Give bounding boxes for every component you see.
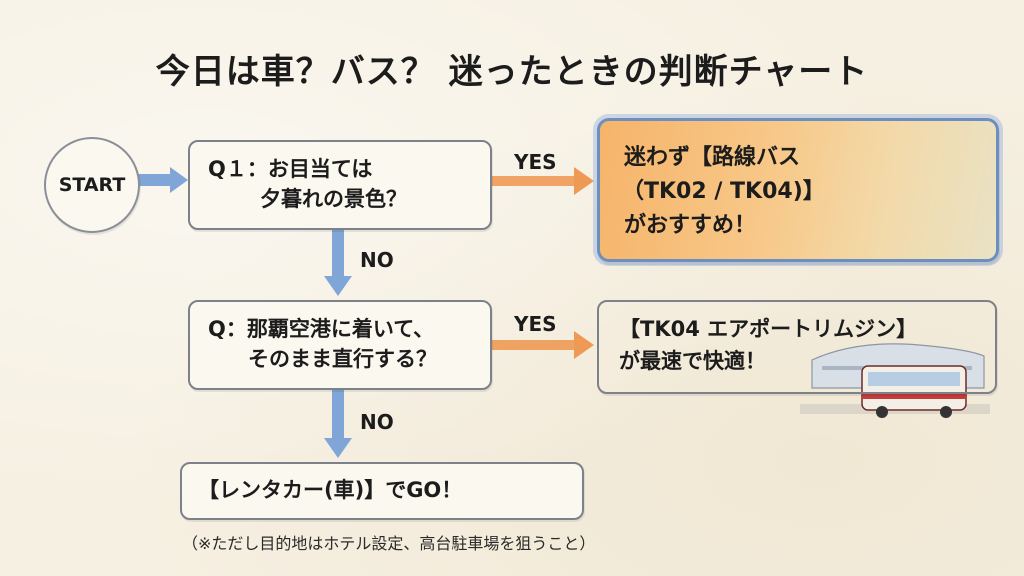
result-bus-line-3: がおすすめ！ bbox=[624, 213, 757, 238]
result-rental-car-text: 【レンタカー(車)】でGO！ bbox=[198, 478, 463, 502]
start-node: START bbox=[44, 137, 140, 233]
page-title: 今日は車？バス？ 迷ったときの判断チャート bbox=[155, 52, 869, 92]
arrow-start-to-q1 bbox=[138, 167, 188, 193]
yes-label-q2: YES bbox=[514, 312, 557, 336]
result-bus-box: 迷わず【路線バス （TK02 / TK04)】 がおすすめ！ bbox=[597, 118, 999, 262]
no-label-q1: NO bbox=[360, 248, 394, 272]
footnote: （※ただし目的地はホテル設定、高台駐車場を狙うこと） bbox=[182, 534, 596, 553]
arrow-q2-no bbox=[324, 388, 352, 458]
result-bus-line-1: 迷わず【路線バス bbox=[624, 145, 801, 170]
yes-label-q1: YES bbox=[514, 150, 557, 174]
question-2-line-1: Q：那覇空港に着いて、 bbox=[208, 317, 435, 341]
arrow-q1-yes bbox=[490, 167, 594, 195]
question-2-line-2: そのまま直行する？ bbox=[248, 347, 437, 371]
arrow-q1-no bbox=[324, 228, 352, 296]
question-1-line-1: Q１：お目当ては bbox=[208, 157, 373, 181]
result-limousine-line-2: が最速で快適！ bbox=[619, 349, 766, 373]
question-1-line-2: 夕暮れの景色？ bbox=[260, 187, 407, 211]
result-limousine-box: 【TK04 エアポートリムジン】 が最速で快適！ bbox=[597, 300, 997, 394]
question-2-box: Q：那覇空港に着いて、 そのまま直行する？ bbox=[188, 300, 492, 390]
question-1-box: Q１：お目当ては 夕暮れの景色？ bbox=[188, 140, 492, 230]
result-bus-line-2: （TK02 / TK04)】 bbox=[622, 179, 825, 204]
result-rental-car-box: 【レンタカー(車)】でGO！ bbox=[180, 462, 584, 520]
limousine-bus-illustration bbox=[861, 365, 967, 418]
no-label-q2: NO bbox=[360, 410, 394, 434]
result-limousine-line-1: 【TK04 エアポートリムジン】 bbox=[619, 317, 918, 341]
arrow-q2-yes bbox=[490, 331, 594, 359]
